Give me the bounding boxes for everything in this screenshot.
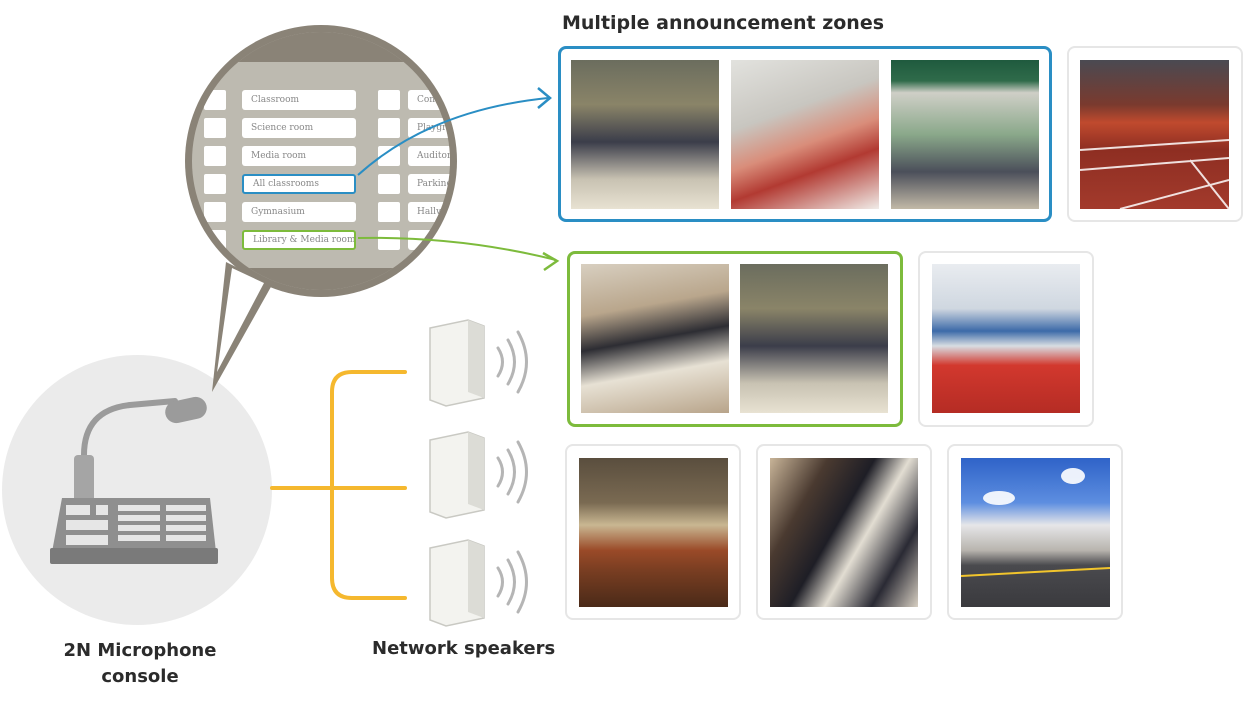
zoom-key xyxy=(378,146,400,166)
console-label: 2N Microphone console xyxy=(40,638,240,690)
photo-library-desk xyxy=(581,264,729,413)
zoom-screen-panel: Classroom Science room Media room All cl… xyxy=(192,32,450,290)
zone-button-auditorium[interactable]: Auditoriu xyxy=(408,146,450,166)
zone-button-hallways[interactable]: Hallways xyxy=(408,202,450,222)
court-lines xyxy=(1080,139,1229,209)
zoom-key xyxy=(204,174,226,194)
sound-waves-icon xyxy=(496,330,528,614)
photo-gymnasium xyxy=(579,458,728,607)
zone-button-media-room[interactable]: Media room xyxy=(242,146,356,166)
photo-school-exterior xyxy=(961,458,1110,607)
speakers-label: Network speakers xyxy=(372,638,556,659)
zoom-key xyxy=(378,90,400,110)
photo-lab-bench xyxy=(571,60,719,209)
zone-button-classroom[interactable]: Classroom xyxy=(242,90,356,110)
blue-zone-arrow xyxy=(357,97,549,176)
zone-button-library-media-room[interactable]: Library & Media room xyxy=(242,230,356,250)
zone-button-conte[interactable]: Conte xyxy=(408,90,450,110)
zone-button-parking-lot[interactable]: Parking lot xyxy=(408,174,450,194)
photo-exam-hall xyxy=(891,60,1039,209)
zoom-key xyxy=(378,174,400,194)
zones-title: Multiple announcement zones xyxy=(562,12,885,34)
zoom-key xyxy=(378,230,400,250)
zoom-magnifier: Classroom Science room Media room All cl… xyxy=(185,25,457,297)
console-label-line2: console xyxy=(101,666,179,687)
zoom-key xyxy=(378,202,400,222)
zone-button-gymnasium[interactable]: Gymnasium xyxy=(242,202,356,222)
zoom-key xyxy=(204,118,226,138)
zoom-key xyxy=(204,146,226,166)
green-zone-arrow xyxy=(357,236,557,261)
road-line xyxy=(961,468,1110,577)
photo-hallway xyxy=(770,458,918,607)
zoom-key xyxy=(204,202,226,222)
zoom-key xyxy=(378,118,400,138)
photo-cafeteria xyxy=(932,264,1080,413)
photo-raised-hands xyxy=(731,60,879,209)
zone-button-all-classrooms[interactable]: All classrooms xyxy=(242,174,356,194)
console-circle-bg xyxy=(2,355,272,625)
photo-lab-bench-2 xyxy=(740,264,888,413)
speaker-wiring xyxy=(270,370,407,600)
zoom-key xyxy=(204,90,226,110)
zoom-key xyxy=(204,230,226,250)
network-speaker-icon xyxy=(429,319,485,627)
photo-playground xyxy=(1080,60,1229,209)
microphone-console-icon xyxy=(50,396,218,564)
console-label-line1: 2N Microphone xyxy=(63,640,217,661)
zone-button-science-room[interactable]: Science room xyxy=(242,118,356,138)
